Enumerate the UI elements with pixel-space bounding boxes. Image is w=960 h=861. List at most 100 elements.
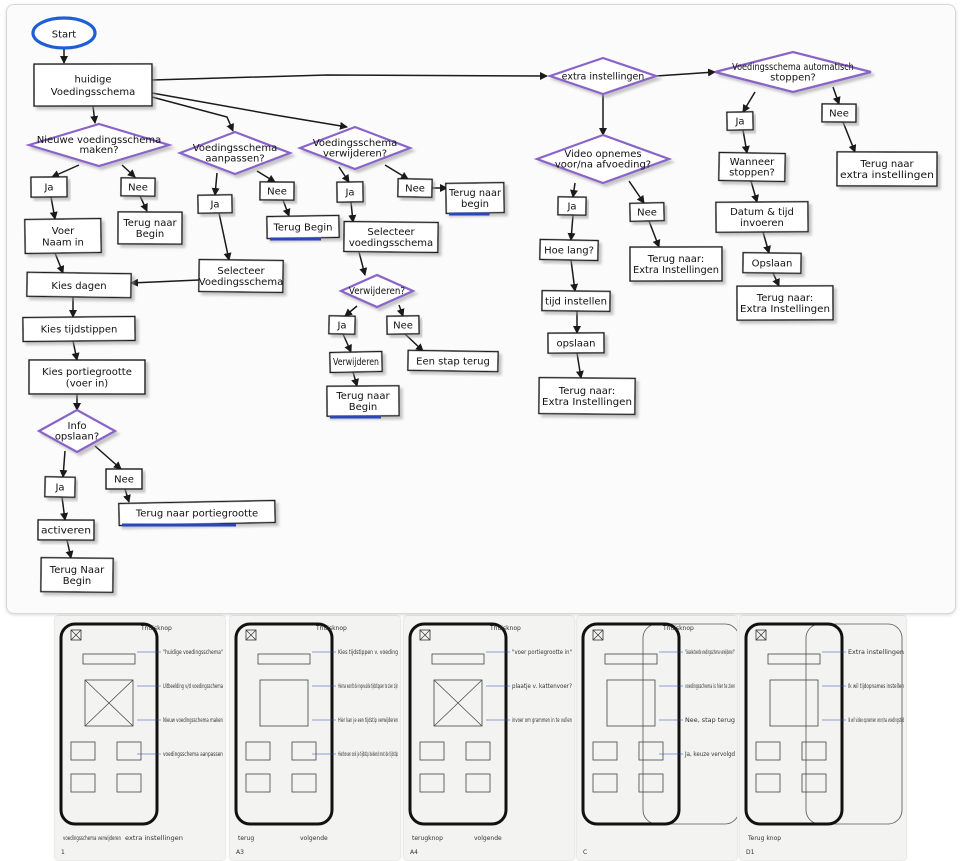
phone-outline (581, 622, 681, 826)
node-box (37, 519, 95, 541)
home-button-cross (592, 629, 604, 641)
node-stap-terug: Een stap terug (407, 349, 499, 373)
node-label: Video opnemes (564, 149, 641, 160)
wireframe-block (84, 679, 134, 727)
node-label: tijd instellen (545, 296, 607, 307)
wireframe-block (755, 773, 781, 793)
node-label: Info (68, 421, 87, 432)
sketch-drawing: Thuisknop"voer portiegrootte in"plaatje … (408, 622, 572, 856)
wireframe-block (592, 741, 618, 761)
wireframe-block (70, 773, 96, 793)
sketch-note: Kies tijdstippen v. voeding (338, 649, 398, 656)
sketch-note: Ik wil tijdopnames instellen (848, 683, 904, 690)
connector-arrow (256, 170, 276, 183)
node-label: Begin (136, 229, 164, 240)
sketch-note: terugknop (412, 835, 443, 842)
node-terug-extra1: Terug naar:Extra Instellingen (538, 376, 636, 416)
connector-arrow (211, 172, 220, 196)
node-box (821, 103, 857, 123)
node-opslaan1: opslaan (547, 332, 605, 354)
node-box (736, 285, 834, 321)
node-box (259, 181, 295, 201)
node-box (120, 177, 156, 197)
node-label: (voer in) (66, 378, 108, 389)
connector-arrow (342, 333, 352, 353)
node-label: Een stap terug (416, 356, 490, 367)
connector-arrow (130, 278, 200, 287)
connector-arrow (71, 340, 80, 361)
sketch-note: Thuisknop (140, 625, 172, 632)
node-start: Start (31, 16, 97, 50)
wireframe-block (116, 741, 142, 761)
wireframe-block (82, 653, 136, 665)
node-box (33, 63, 153, 107)
node-label: Ja (566, 202, 576, 213)
node-nee2: Nee (259, 181, 295, 201)
node-box (105, 468, 143, 490)
node-label: opslaan (556, 339, 595, 350)
home-button-cross (419, 629, 431, 641)
sketch-note: Thuisknop (489, 625, 521, 632)
node-nee-info: Nee (105, 468, 143, 490)
decision-diamond (36, 408, 118, 454)
wireframe-block (638, 773, 664, 793)
wireframe-block (801, 741, 827, 761)
connector-arrow (51, 164, 80, 178)
phone-outline (744, 622, 844, 826)
phone-outline-secondary (642, 623, 737, 825)
connector-arrow (94, 445, 122, 470)
phone-outline (59, 622, 159, 826)
wireframe-block (801, 773, 827, 793)
node-label: Nee (829, 109, 849, 120)
node-label: Voedingsschema (193, 143, 277, 154)
node-label: extra instellingen (562, 71, 645, 82)
connector-arrow (49, 196, 58, 220)
node-ja1: Ja (30, 176, 68, 198)
node-box (197, 194, 233, 214)
wireframe-block (604, 653, 658, 665)
sketch-page-label: D1 (746, 849, 755, 856)
home-button-icon (245, 629, 257, 641)
connector-arrow (282, 199, 291, 217)
sketch-note: "huidige voedingsschema" (163, 649, 223, 656)
connector-arrow (404, 333, 424, 352)
node-label: invoeren (740, 218, 784, 229)
node-label: Extra Instellingen (542, 397, 632, 408)
sketch-note: Ik wil video opnemen voor/na voedingstij… (848, 717, 904, 724)
connector-arrow (123, 488, 131, 503)
node-label: Ja (209, 200, 219, 211)
home-button-cross (70, 629, 82, 641)
sketch-drawing: Thuisknop"huidige voedingsschema"Uitbeel… (59, 622, 223, 856)
node-kies-tijd: Kies tijdstippen (22, 315, 136, 343)
node-label: opslaan? (55, 431, 99, 442)
connector-arrow (570, 259, 579, 292)
node-verwijderen: Verwijderen (329, 350, 383, 374)
node-label: Ja (734, 117, 744, 128)
wireframe-block (116, 773, 142, 793)
sketch-drawing: Thuisknop"Geselecteerde voedingsschema v… (581, 622, 737, 856)
node-ja4: Ja (328, 315, 356, 335)
node-label: aanpassen? (205, 153, 264, 164)
home-button-icon (592, 629, 604, 641)
connector-arrow (655, 68, 716, 77)
node-label: Terug naar (448, 188, 502, 199)
sketch-sheet-3: Thuisknop"voer portiegrootte in"plaatje … (404, 616, 574, 860)
connector-arrow (762, 231, 771, 254)
sketch-note: Nieuw voedingsschema maken (163, 717, 223, 724)
connector-arrow (628, 180, 645, 204)
start-ellipse (31, 16, 97, 50)
node-label: Terug naar portiegrootte (135, 509, 258, 520)
connector-arrow (772, 272, 780, 287)
connector-arrow (218, 212, 232, 261)
sketch-note: Thuisknop (315, 625, 347, 632)
wireframe-block (767, 653, 821, 665)
